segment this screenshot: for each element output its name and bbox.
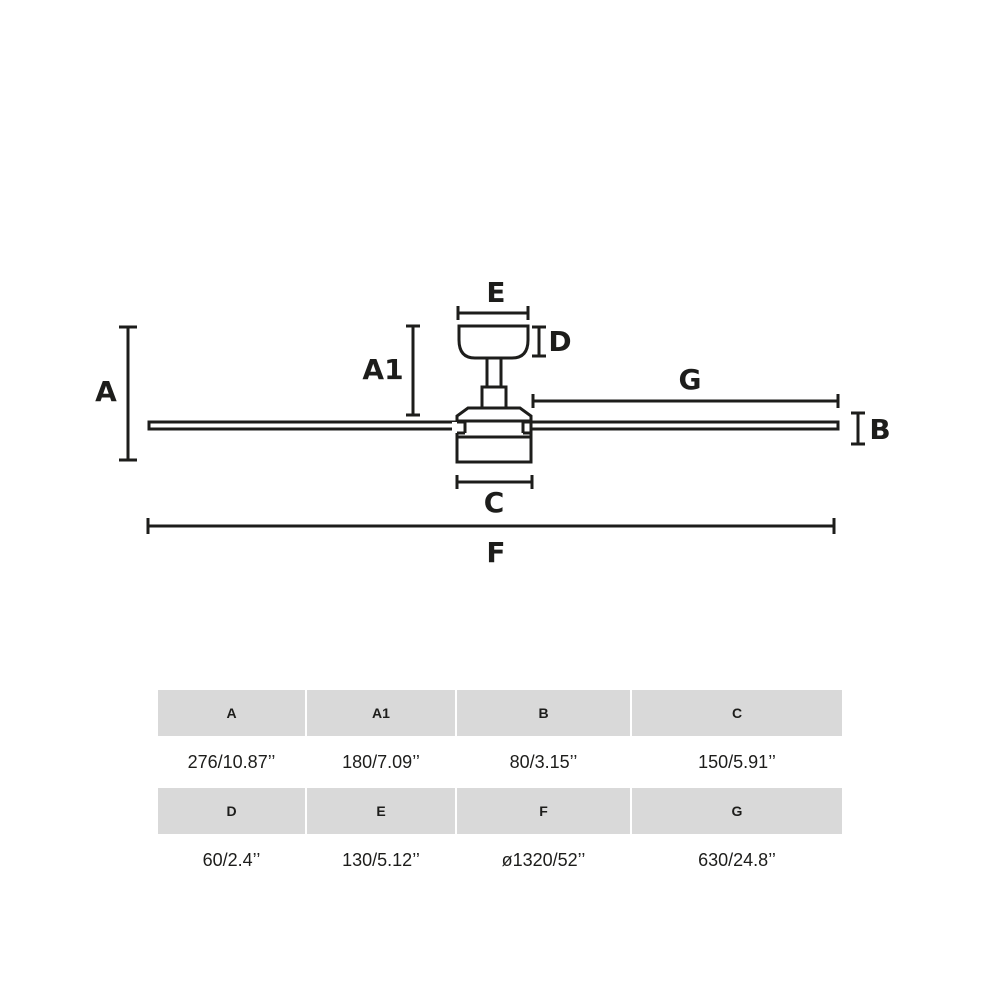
dim-B xyxy=(851,411,865,446)
value-cell: 630/24.8’’ xyxy=(698,849,776,870)
dim-A xyxy=(119,325,137,462)
dim-E xyxy=(456,306,530,320)
header-cell: A xyxy=(158,690,305,736)
value-cell: 276/10.87’’ xyxy=(187,751,276,772)
header-cell: B xyxy=(457,690,630,736)
value-cell: 60/2.4’’ xyxy=(202,849,261,870)
label-C: C xyxy=(484,486,505,519)
label-A1: A1 xyxy=(362,353,403,386)
header-cell: E xyxy=(307,788,455,834)
value-cell: 80/3.15’’ xyxy=(509,751,578,772)
dimensions-table: A A1 B C 276/10.87’’ 180/7.09’’ 80/3.15’… xyxy=(156,690,844,886)
value-cell: 130/5.12’’ xyxy=(342,849,420,870)
table-value-row: 60/2.4’’ 130/5.12’’ ø1320/52’’ 630/24.8’… xyxy=(158,834,842,886)
downrod xyxy=(485,356,503,389)
dim-G xyxy=(531,394,840,408)
dim-A1 xyxy=(406,324,420,417)
motor-body xyxy=(455,419,533,464)
canopy xyxy=(457,324,530,360)
left-blade xyxy=(147,420,467,431)
dim-F xyxy=(146,518,836,534)
dim-C xyxy=(455,475,534,489)
label-A: A xyxy=(95,375,117,408)
label-G: G xyxy=(679,363,702,396)
table-value-row: 276/10.87’’ 180/7.09’’ 80/3.15’’ 150/5.9… xyxy=(158,736,842,788)
label-D: D xyxy=(548,325,571,358)
label-F: F xyxy=(486,536,505,569)
label-B: B xyxy=(869,413,890,446)
header-cell: F xyxy=(457,788,630,834)
value-cell: ø1320/52’’ xyxy=(501,849,586,870)
table-header-row: D E F G xyxy=(158,788,842,834)
dim-D xyxy=(532,325,546,358)
header-cell: D xyxy=(158,788,305,834)
header-cell: C xyxy=(632,690,842,736)
header-cell: G xyxy=(632,788,842,834)
motor-top xyxy=(455,406,533,423)
table-header-row: A A1 B C xyxy=(158,690,842,736)
header-cell: A1 xyxy=(307,690,455,736)
value-cell: 180/7.09’’ xyxy=(342,751,420,772)
coupler xyxy=(480,385,508,410)
value-cell: 150/5.91’’ xyxy=(698,751,776,772)
label-E: E xyxy=(486,276,505,309)
right-blade xyxy=(521,420,840,431)
